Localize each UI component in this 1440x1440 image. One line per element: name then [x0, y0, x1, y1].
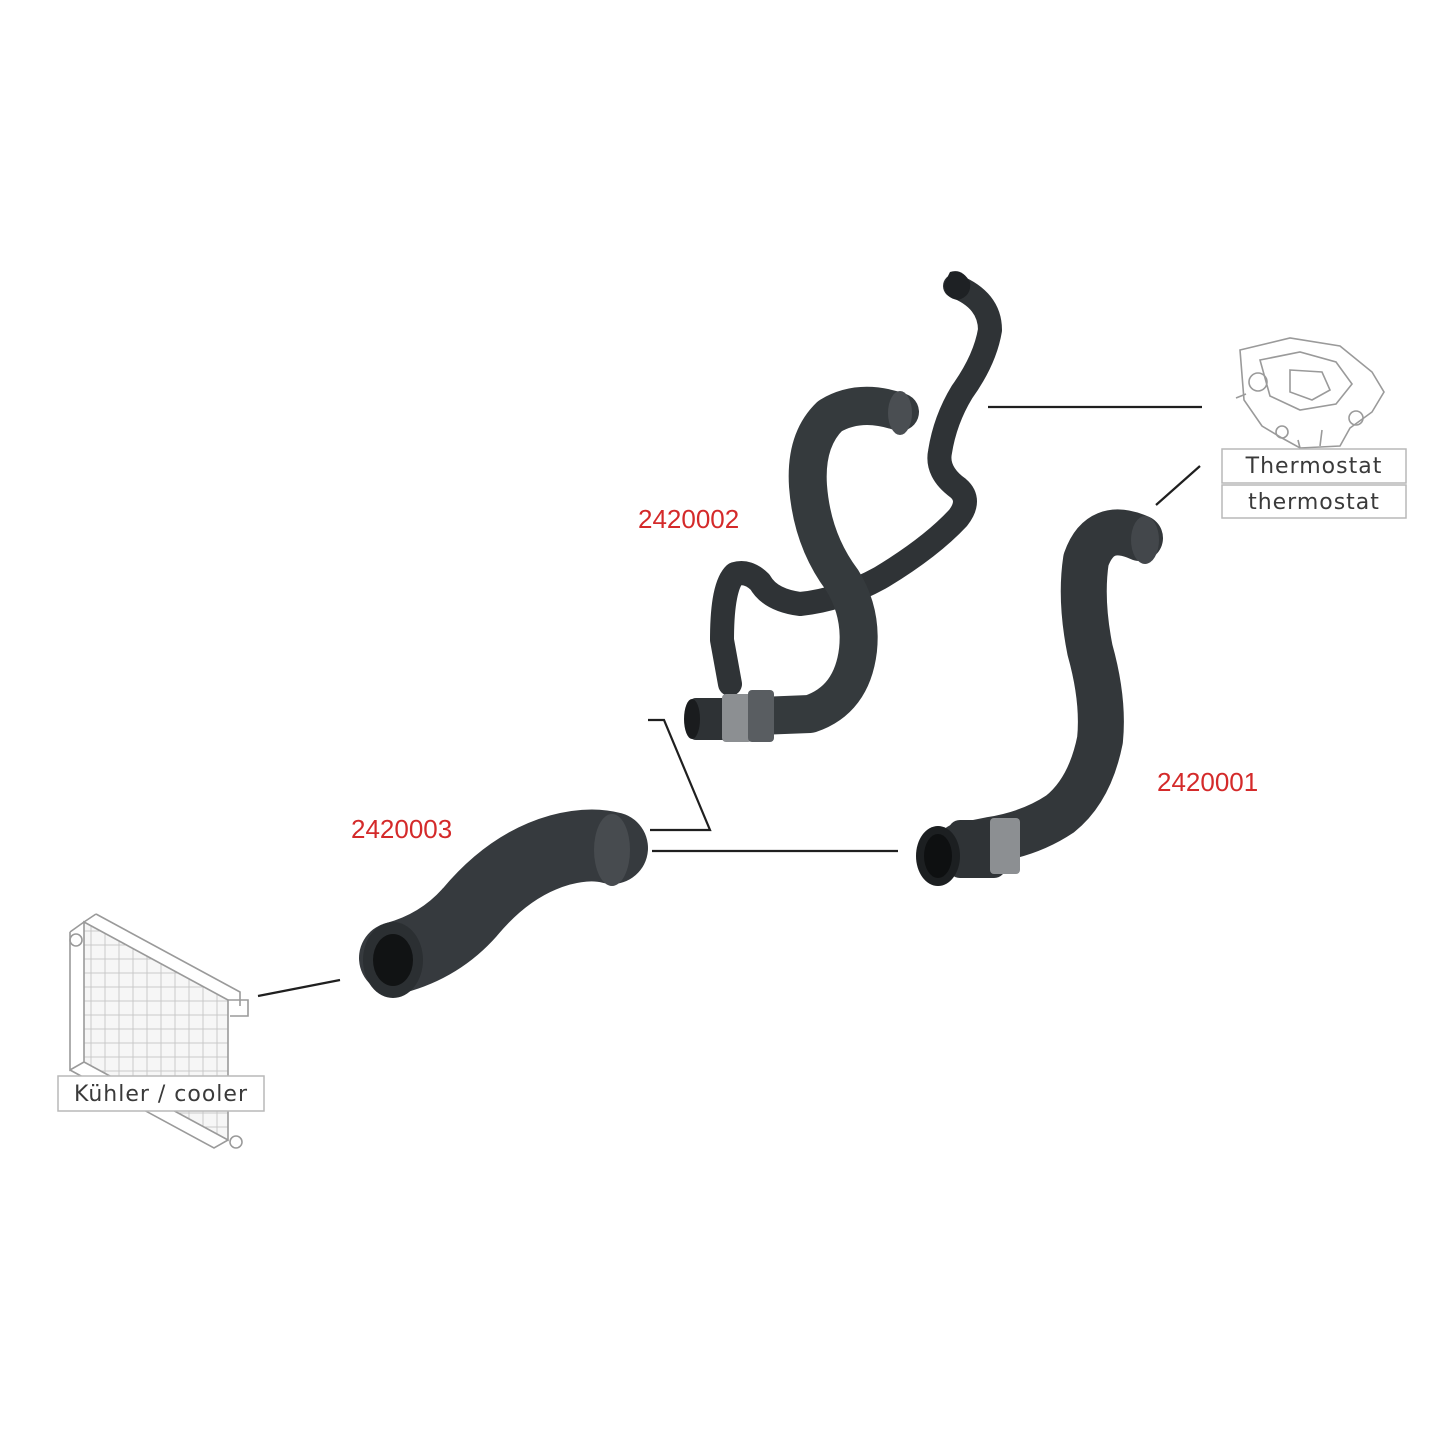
thermostat-sketch-icon — [1235, 337, 1385, 449]
hose-2420002 — [684, 271, 1002, 742]
hose-2420003 — [359, 809, 648, 998]
cooler-label-text: Kühler / cooler — [74, 1082, 248, 1107]
part-number-2420002: 2420002 — [638, 504, 739, 534]
part-number-2420001: 2420001 — [1157, 767, 1258, 797]
hose-2420001 — [916, 509, 1163, 886]
thermostat-label: Thermostat thermostat — [1221, 448, 1407, 519]
leader-lines — [257, 405, 1202, 998]
clamp-2420002-ring — [722, 694, 752, 742]
leader-2420002-2420003 — [648, 718, 712, 832]
thermostat-label-line2: thermostat — [1248, 490, 1380, 515]
cooler-label: Kühler / cooler — [57, 1075, 265, 1112]
part-number-2420003: 2420003 — [351, 814, 452, 844]
clamp-2420001-ring — [990, 818, 1020, 874]
radiator-sketch-icon — [69, 913, 249, 1149]
leader-2420003-cooler — [257, 978, 341, 998]
leader-2420001-thermostat — [1155, 465, 1201, 506]
thermostat-label-line1: Thermostat — [1245, 454, 1383, 479]
